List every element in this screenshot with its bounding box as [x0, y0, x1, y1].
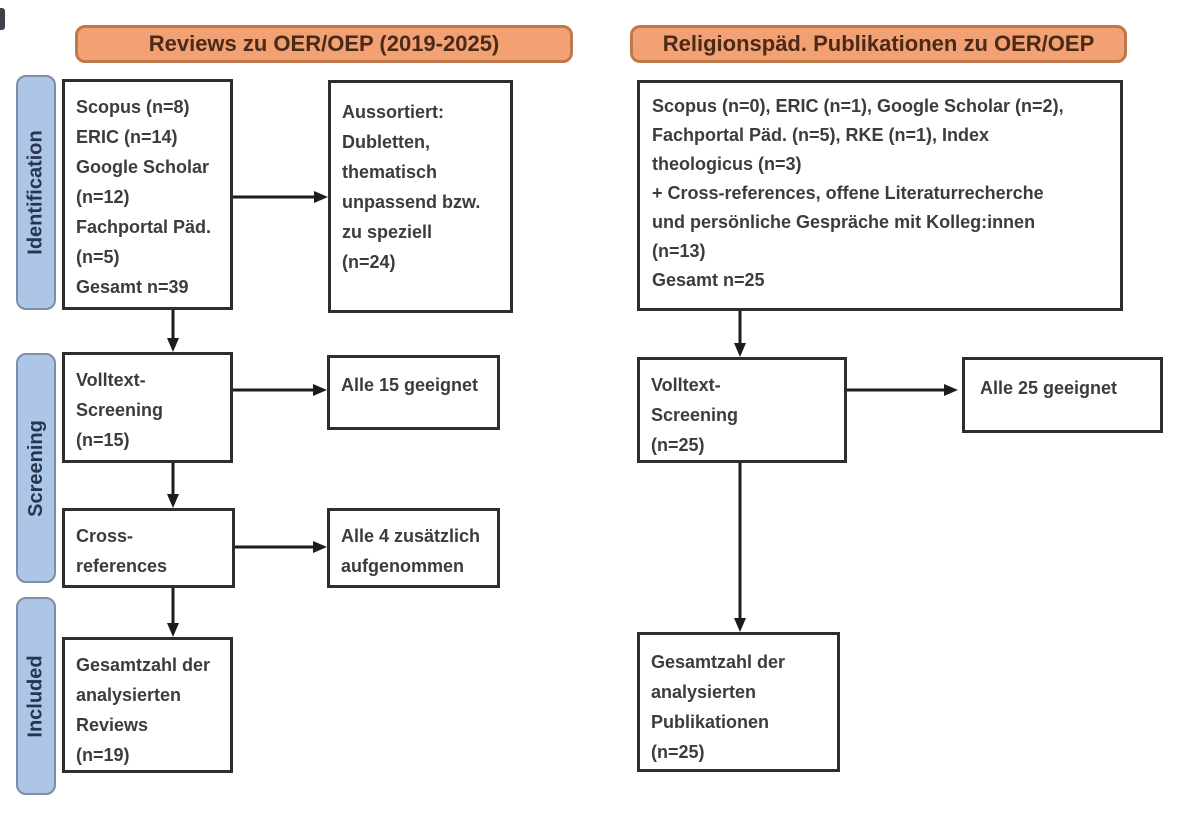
stage-screening: Screening [16, 353, 56, 583]
box-left-total-included: Gesamtzahl der analysierten Reviews (n=1… [62, 637, 233, 773]
box-right-total-included: Gesamtzahl der analysierten Publikatione… [637, 632, 840, 772]
stage-included: Included [16, 597, 56, 795]
stage-included-label: Included [24, 654, 47, 738]
box-left-sources: Scopus (n=8) ERIC (n=14) Google Scholar … [62, 79, 233, 310]
box-right-sources: Scopus (n=0), ERIC (n=1), Google Scholar… [637, 80, 1123, 311]
stage-identification: Identification [16, 75, 56, 310]
box-left-fulltext-screening: Volltext- Screening (n=15) [62, 352, 233, 463]
box-right-fulltext-screening: Volltext- Screening (n=25) [637, 357, 847, 463]
box-right-fulltext-result: Alle 25 geeignet [962, 357, 1163, 433]
edge-scan-artifact [0, 8, 5, 30]
header-right-column: Religionspäd. Publikationen zu OER/OEP [630, 25, 1127, 63]
stage-screening-label: Screening [24, 419, 47, 517]
box-left-cross-references: Cross-references (n=4) [62, 508, 235, 588]
box-left-fulltext-result: Alle 15 geeignet [327, 355, 500, 430]
header-left-column: Reviews zu OER/OEP (2019-2025) [75, 25, 573, 63]
stage-identification-label: Identification [24, 130, 47, 255]
box-left-cross-references-result: Alle 4 zusätzlich aufgenommen [327, 508, 500, 588]
box-left-excluded: Aussortiert: Dubletten, thematisch unpas… [328, 80, 513, 313]
